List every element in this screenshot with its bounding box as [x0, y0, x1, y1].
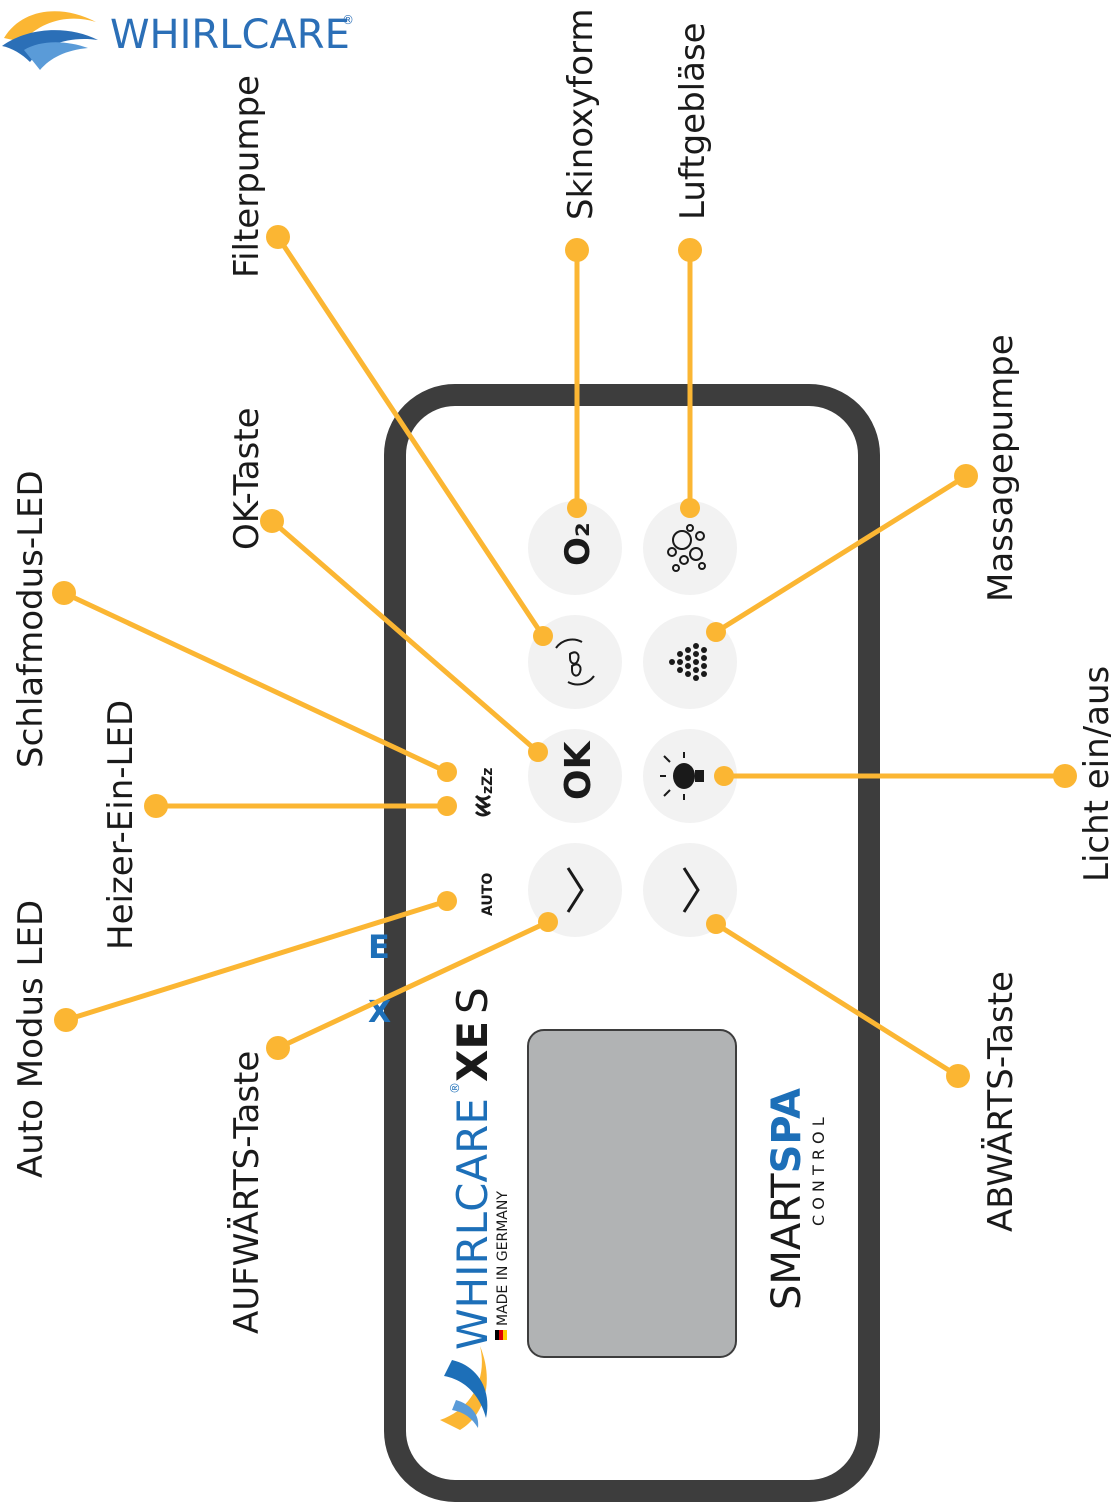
callout-labels: Skinoxyform Luftgebläse Filterpumpe Mass…: [11, 8, 1117, 1334]
chevron-up-icon: [566, 867, 584, 913]
down-button[interactable]: [643, 843, 737, 937]
label-aufwaerts-taste: AUFWÄRTS-Taste: [227, 1051, 267, 1334]
panel-frame: [384, 384, 880, 1502]
overlap-letter-e: E: [368, 928, 390, 966]
device-logo-icon: [440, 1346, 488, 1430]
german-flag-icon: [495, 1330, 507, 1340]
bubbles-icon: [667, 524, 706, 572]
callout-leaders: [52, 225, 1077, 1088]
label-luftgeblaese: Luftgebläse: [673, 22, 713, 220]
label-licht-ein-aus: Licht ein/aus: [1077, 666, 1117, 882]
ok-button-label: OK: [558, 740, 599, 800]
sleep-icon: zZz: [480, 768, 496, 794]
label-auto-modus-led: Auto Modus LED: [11, 900, 51, 1178]
label-abwaerts-taste: ABWÄRTS-Taste: [981, 971, 1021, 1232]
device-brand-name: WHIRLCARE: [448, 1098, 497, 1350]
registered-mark: ®: [342, 13, 354, 27]
label-skinoxyform: Skinoxyform: [561, 8, 601, 220]
label-heizer-ein-led: Heizer-Ein-LED: [101, 700, 141, 950]
device-registered-mark: ®: [448, 1082, 462, 1094]
oxygen-button[interactable]: [528, 501, 622, 595]
heater-icon: [474, 794, 492, 817]
whirlcare-logo: WHIRLCARE ®: [2, 11, 354, 70]
label-massagepumpe: Massagepumpe: [981, 334, 1021, 602]
air-blower-button[interactable]: [643, 501, 737, 595]
device-model-bold: XE: [448, 1021, 497, 1082]
massage-pump-icon: [669, 643, 707, 681]
whirlcare-logo-icon: [2, 11, 98, 70]
smartspa-logo: SMARTSPA C O N T R O L: [764, 1088, 828, 1310]
made-in-germany: MADE IN GERMANY: [495, 1191, 511, 1326]
auto-led-label: AUTO: [480, 873, 496, 916]
smartspa-smart: SMARTSPA: [764, 1088, 810, 1310]
lcd-display: [527, 1029, 737, 1358]
chevron-down-icon: [682, 867, 700, 913]
oxygen-icon: O₂: [558, 522, 598, 566]
device-brand: WHIRLCARE ® XE S MADE IN GERMANY: [448, 987, 511, 1350]
device-model-suffix: S: [448, 987, 497, 1014]
ok-button[interactable]: [528, 729, 622, 823]
smartspa-control: C O N T R O L: [809, 1117, 828, 1226]
filter-pump-icon: [555, 638, 595, 686]
light-bulb-icon: [660, 752, 704, 800]
label-ok-taste: OK-Taste: [227, 407, 267, 550]
whirlcare-logo-text: WHIRLCARE: [110, 12, 350, 58]
control-panel: WHIRLCARE ® XE S MADE IN GERMANY E X SMA…: [368, 384, 880, 1502]
label-schlafmodus-led: Schlafmodus-LED: [11, 470, 51, 768]
label-filterpumpe: Filterpumpe: [227, 75, 267, 278]
